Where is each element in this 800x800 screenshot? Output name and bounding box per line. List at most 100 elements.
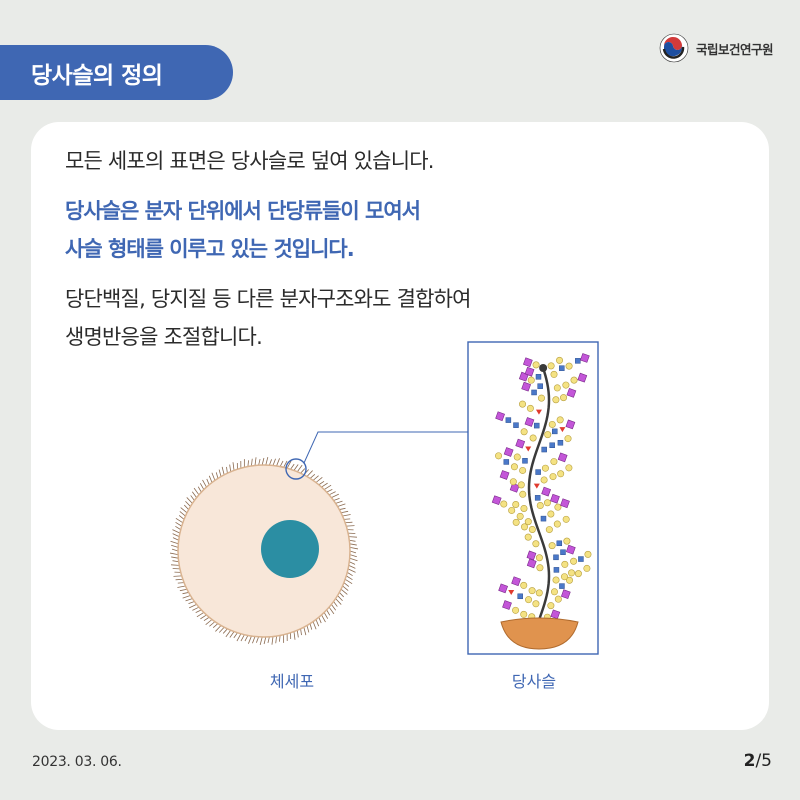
cell-hair (300, 628, 302, 636)
glycan-sugar-square (535, 374, 542, 380)
cell-hair (345, 578, 353, 585)
glycan-sugar-square (560, 498, 570, 509)
glycan-sugar-circle (524, 533, 532, 541)
glycan-sugar-circle (549, 473, 557, 481)
cell-hair (252, 636, 256, 644)
glycan-sugar-square (541, 486, 552, 497)
glycan-sugar-circle (561, 573, 569, 581)
glycan-sugar-circle (583, 564, 591, 572)
cell-hair (283, 460, 288, 468)
glycan-sugar-circle (584, 550, 592, 558)
cell-hair (348, 564, 356, 569)
glycan-sugar-circle (564, 435, 572, 443)
glycan-sugar-circle (532, 361, 540, 369)
cell-label: 체세포 (269, 672, 315, 691)
cell-hair (175, 517, 183, 524)
cell-hair (203, 616, 210, 622)
cell-hair (202, 479, 207, 488)
glycan-sugar-square (553, 554, 559, 561)
brand: 국립보건연구원 (659, 33, 774, 63)
cell-hair (172, 529, 181, 534)
cell-hair (218, 626, 225, 633)
glycan-sugar-square (557, 452, 568, 463)
glycan-sugar-circle (528, 525, 536, 533)
cell-hair (175, 526, 181, 530)
cell-hair (170, 540, 179, 545)
glycan-sugar-square (524, 366, 535, 377)
cell-hair (183, 504, 189, 510)
cell-hair (339, 592, 345, 598)
glycan-sugar-square (579, 353, 590, 363)
cell-hair (267, 636, 270, 644)
cell-hair (333, 601, 338, 607)
cell-hair (335, 500, 343, 504)
cell-hair (195, 609, 202, 613)
glycan-sugar-circle (535, 589, 543, 597)
cell-hair (229, 464, 232, 472)
cell-surface-hairs (169, 456, 359, 646)
cell-hair (205, 619, 213, 626)
glycan-sugar-circle (519, 400, 527, 408)
glycan-sugar-circle (548, 542, 556, 550)
cell-hair (349, 539, 356, 542)
glycan-sugar-circle (532, 540, 540, 548)
glycan-sugar-circle (548, 420, 556, 428)
glycan-sugar-square (495, 411, 505, 422)
cell-hair (218, 469, 222, 477)
cell-hair (293, 464, 299, 471)
glycan-sugar-circle (512, 500, 520, 508)
cell-hair (312, 475, 319, 481)
glycan-sugar-square (505, 417, 512, 423)
glycan-sugar-circle (574, 570, 582, 578)
glycan-sugar-square (526, 550, 537, 561)
glycan-chain-box (467, 341, 599, 655)
cell-hair (209, 621, 216, 627)
cell-hair (212, 623, 219, 628)
glycan-sugar-square (511, 576, 521, 587)
cell-hair (272, 458, 276, 466)
cell-hair (290, 463, 295, 470)
glycan-sugar-circle (547, 510, 555, 518)
cell-hair (247, 460, 249, 467)
cell-hair (258, 458, 261, 466)
glycan-sugar-circle (570, 557, 578, 565)
glycan-sugar-circle (568, 569, 576, 577)
glycan-sugar-circle (565, 362, 573, 370)
cell-hair (321, 614, 326, 623)
cell-hair (326, 609, 331, 616)
cell-hair (312, 621, 317, 630)
glycan-sugar-square (550, 609, 561, 620)
cell-hair (296, 630, 299, 638)
cell-hair (177, 585, 186, 588)
cell-hair (271, 636, 274, 645)
glycan-sugar-square (522, 458, 528, 464)
cell-hair (232, 462, 235, 471)
glycan-illustration (169, 341, 599, 655)
glycan-sugar-square (565, 544, 576, 555)
glycan-sugar-circle (547, 602, 555, 610)
cell-hair (269, 459, 272, 466)
cell-hair (206, 478, 210, 485)
brand-name: 국립보건연구원 (695, 41, 774, 57)
cell-hair (331, 493, 339, 498)
cell-hair (347, 568, 356, 573)
cell-hair (306, 625, 310, 633)
glycan-sugar-triangle (533, 483, 540, 489)
glycan-sugar-square (557, 439, 564, 446)
cell-hair (349, 561, 356, 565)
cell-hair (180, 507, 188, 514)
cell-hair (169, 552, 179, 555)
cell-hair (254, 457, 257, 466)
glycan-sugar-square (521, 381, 532, 392)
glycan-sugar-square (550, 493, 560, 504)
glycan-sugar-circle (516, 512, 524, 520)
glycan-sugar-circle (563, 537, 571, 545)
cell-hair (222, 628, 228, 634)
cell-hair (300, 468, 306, 474)
cell-hair (323, 612, 329, 619)
glycan-sugar-square (549, 442, 555, 448)
cell-hair (172, 537, 179, 541)
cell-hair (342, 585, 349, 591)
body-line-2: 생명반응을 조절합니다. (65, 325, 263, 349)
cell-hair (191, 491, 197, 498)
